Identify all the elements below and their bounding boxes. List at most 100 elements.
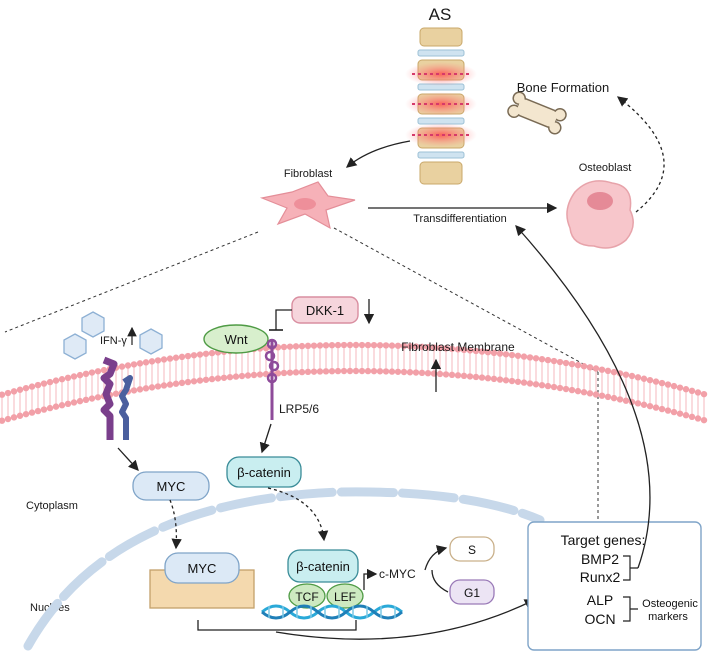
lipid-head xyxy=(526,354,534,361)
lipid-head xyxy=(76,397,84,405)
lipid-head xyxy=(460,372,468,380)
lipid-head xyxy=(292,343,300,350)
receptor-icon xyxy=(100,356,133,440)
lipid-head xyxy=(34,407,42,415)
lipid-head xyxy=(82,396,90,404)
lipid-head xyxy=(76,371,84,379)
dkk1-inhibit-line xyxy=(275,309,292,330)
tcf-ellipse xyxy=(288,583,326,609)
spine-icon xyxy=(405,27,477,185)
label-beta-catenin-cytoplasm: β-catenin xyxy=(237,465,291,480)
lipid-head xyxy=(280,369,288,377)
bracket-osteogenic xyxy=(623,596,638,622)
lipid-head xyxy=(286,369,294,376)
arrow-myc-to-nucleus xyxy=(169,499,182,550)
lipid-head xyxy=(52,377,60,384)
lipid-head xyxy=(574,361,582,369)
lipid-head xyxy=(376,368,384,375)
lipid-head xyxy=(508,351,516,359)
lipid-head xyxy=(34,381,42,389)
lipid-head xyxy=(70,373,78,380)
arrow-to-c-myc xyxy=(363,568,378,590)
lipid-head xyxy=(496,350,504,357)
lipid-head xyxy=(472,373,480,381)
label-myc-cytoplasm: MYC xyxy=(157,479,186,494)
lipid-head xyxy=(448,371,456,379)
myc-nucleus-box xyxy=(164,552,240,584)
lipid-head xyxy=(286,343,294,350)
label-osteoblast: Osteoblast xyxy=(579,162,632,174)
lipid-head xyxy=(604,393,612,401)
lipid-head xyxy=(550,383,558,391)
gene-bmp2: BMP2 xyxy=(581,551,619,567)
lipid-head xyxy=(220,374,228,381)
lipid-head xyxy=(478,348,486,355)
lipid-head xyxy=(520,379,528,386)
lipid-head xyxy=(622,397,630,404)
lipid-head xyxy=(16,386,24,393)
lipid-head xyxy=(550,357,558,365)
lipid-head xyxy=(388,342,396,349)
target-genes-title: Target genes: xyxy=(561,532,646,548)
label-tcf: TCF xyxy=(295,590,318,604)
lipid-head xyxy=(340,341,348,349)
lipid-head xyxy=(664,407,672,414)
lipid-head xyxy=(640,401,648,408)
lipid-head xyxy=(682,386,690,393)
lipid-head xyxy=(502,351,510,358)
lipid-head xyxy=(694,389,702,396)
bracket-bmp-runx xyxy=(623,555,638,581)
arrow-beta-catenin-to-nucleus xyxy=(267,487,329,542)
lipid-head xyxy=(610,368,618,376)
gene-bracket xyxy=(197,620,357,631)
lef-ellipse xyxy=(326,583,364,609)
label-bone-formation: Bone Formation xyxy=(517,80,610,95)
lipid-head xyxy=(0,417,6,424)
lipid-head xyxy=(556,358,564,366)
lipid-head xyxy=(382,368,390,375)
lipid-head xyxy=(280,343,288,351)
lipid-head xyxy=(352,341,360,349)
lipid-head xyxy=(370,367,378,375)
lipid-head xyxy=(10,388,18,395)
lipid-head xyxy=(448,345,456,353)
lipid-head xyxy=(394,368,402,375)
lipid-head xyxy=(118,363,126,370)
lipid-head xyxy=(652,404,660,411)
lipid-head xyxy=(532,355,540,362)
label-lef: LEF xyxy=(334,590,356,604)
lipid-head xyxy=(634,400,642,407)
lipid-head xyxy=(190,352,198,359)
lipid-head xyxy=(316,368,324,375)
label-transdifferentiation: Transdifferentiation xyxy=(413,213,507,225)
lipid-head xyxy=(160,382,168,389)
lipid-head xyxy=(670,382,678,390)
lipid-head xyxy=(388,368,396,375)
lipid-head xyxy=(202,376,210,383)
label-lrp: LRP5/6 xyxy=(279,402,319,416)
lipid-head xyxy=(46,404,54,412)
lipid-head xyxy=(16,412,24,419)
label-dkk1: DKK-1 xyxy=(306,303,344,318)
lipid-head xyxy=(316,342,324,349)
lipid-head xyxy=(508,377,516,385)
lipid-head xyxy=(88,395,96,402)
lipid-head xyxy=(490,375,498,383)
lipid-head xyxy=(622,371,630,378)
lipid-head xyxy=(40,380,48,387)
lipid-head xyxy=(562,359,570,367)
lipid-head xyxy=(148,384,156,391)
lipid-head xyxy=(130,361,138,368)
lipid-head xyxy=(592,391,600,398)
lipid-head xyxy=(160,356,168,363)
lipid-head xyxy=(112,390,120,397)
beta-catenin-nucleus-box xyxy=(287,549,359,583)
lipid-head xyxy=(70,399,78,406)
lipid-head xyxy=(0,391,6,398)
lipid-head xyxy=(442,371,450,378)
lipid-head xyxy=(604,367,612,375)
lipid-head xyxy=(94,394,102,401)
lipid-head xyxy=(58,402,66,409)
s-phase-box xyxy=(449,536,495,562)
